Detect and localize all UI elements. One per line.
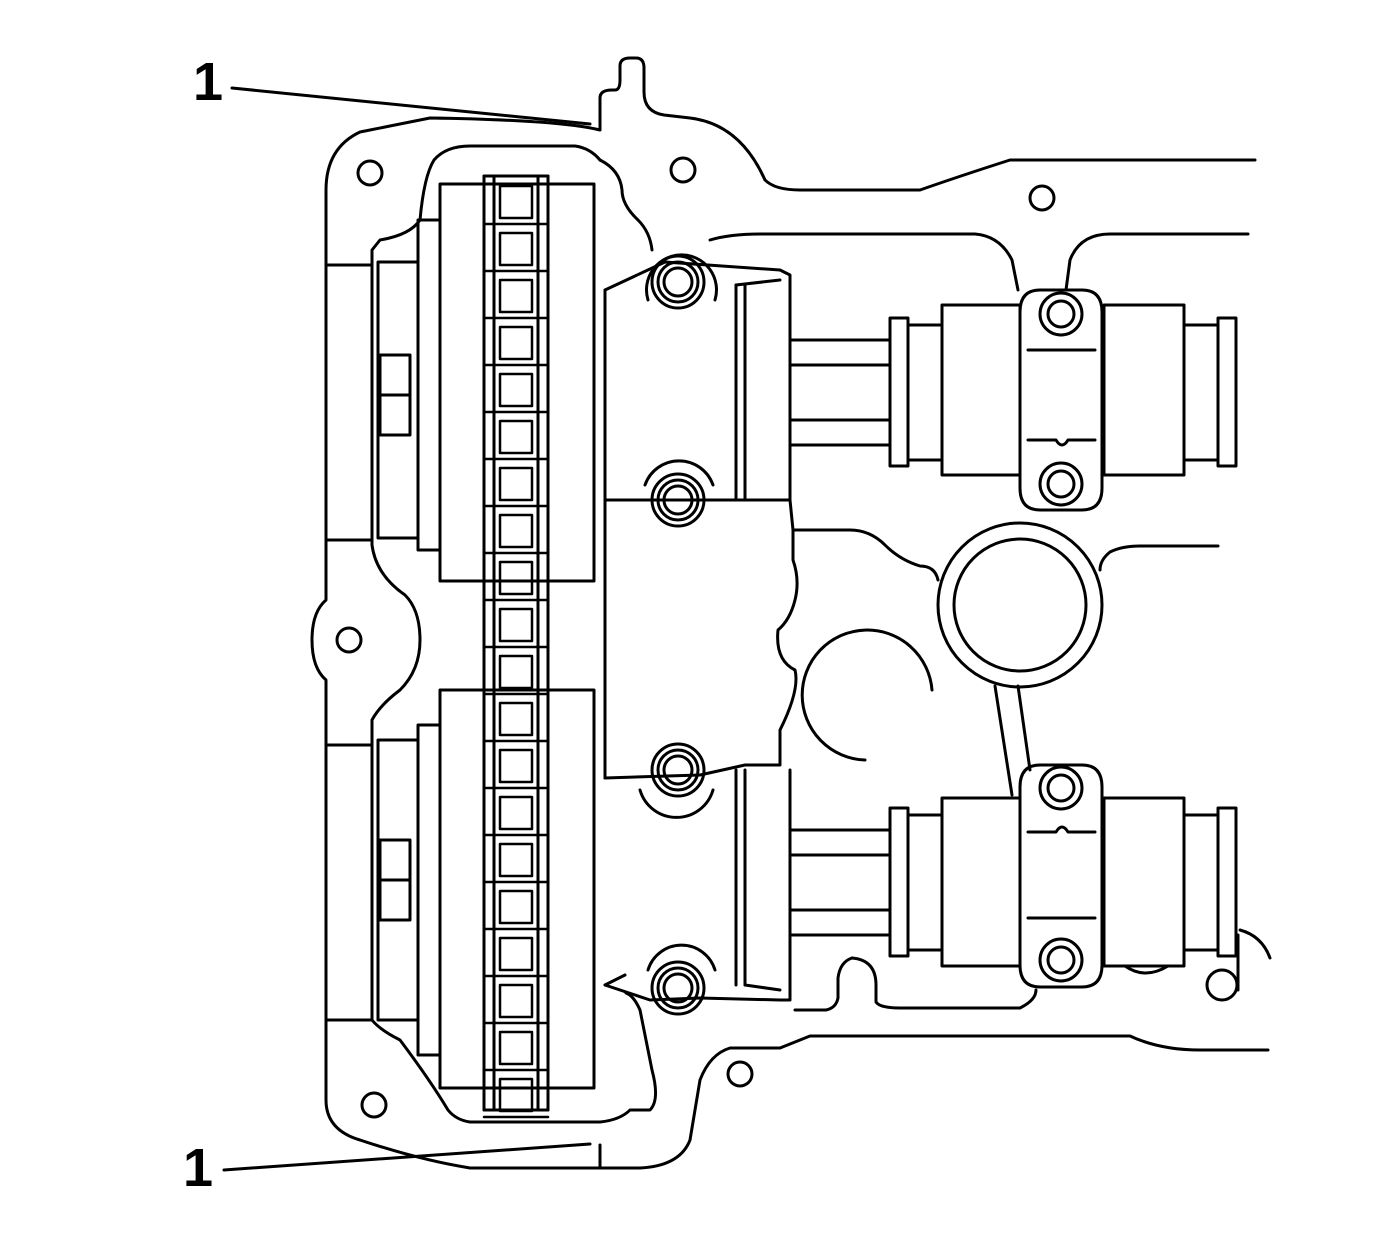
spark-plug-tube [936,521,1104,797]
chain-link [498,419,534,455]
chain-link [498,184,534,220]
chain-link [498,1030,534,1066]
bolt-hole-2 [669,156,697,184]
callout-top: 1 [193,52,592,126]
exhaust-camshaft [788,796,1238,968]
guide-bolt-3 [638,742,715,819]
callout-bottom-leader [222,1142,592,1172]
intake-cam-bearing-cap [1018,288,1104,512]
partial-bore-arc [800,628,934,762]
callout-bottom-label: 1 [183,1138,213,1198]
chain-link [498,701,534,737]
guide-bolts [638,253,718,1016]
chain-link [498,466,534,502]
chain-link [498,983,534,1019]
bolt-hole-1 [356,159,384,187]
bolt-hole-3 [1028,184,1056,212]
chain-link [498,372,534,408]
guide-bolt-4 [646,943,717,1016]
bolt-hole-7 [1205,968,1239,1002]
chain-link [498,513,534,549]
chain-link [498,231,534,267]
bolt-hole-6 [726,1060,754,1088]
exhaust-sprocket [376,688,596,1090]
guide-bolt-1 [645,253,718,310]
chain-link [498,1077,534,1113]
exhaust-cam-bearing-cap [1018,763,1170,989]
chain-link [498,654,534,690]
bolt-hole-5 [360,1091,388,1119]
callout-bottom: 1 [183,1138,592,1198]
chain-link [498,560,534,596]
callout-top-label: 1 [193,52,223,112]
chain-link [498,889,534,925]
gasket-bolt-holes [335,156,1239,1119]
chain-link [498,607,534,643]
chain-link [498,748,534,784]
chain-guide-housing [603,260,799,1002]
intake-sprocket [376,182,596,583]
timing-chain [482,174,550,1119]
chain-link [498,278,534,314]
chain-link [498,325,534,361]
intake-camshaft [788,303,1238,477]
bolt-hole-4 [335,626,363,654]
chain-link [498,842,534,878]
chain-link [498,795,534,831]
cylinder-head-outline [310,56,1272,1170]
chain-link [498,936,534,972]
guide-bolt-2 [643,459,715,528]
callout-top-leader [230,86,592,126]
